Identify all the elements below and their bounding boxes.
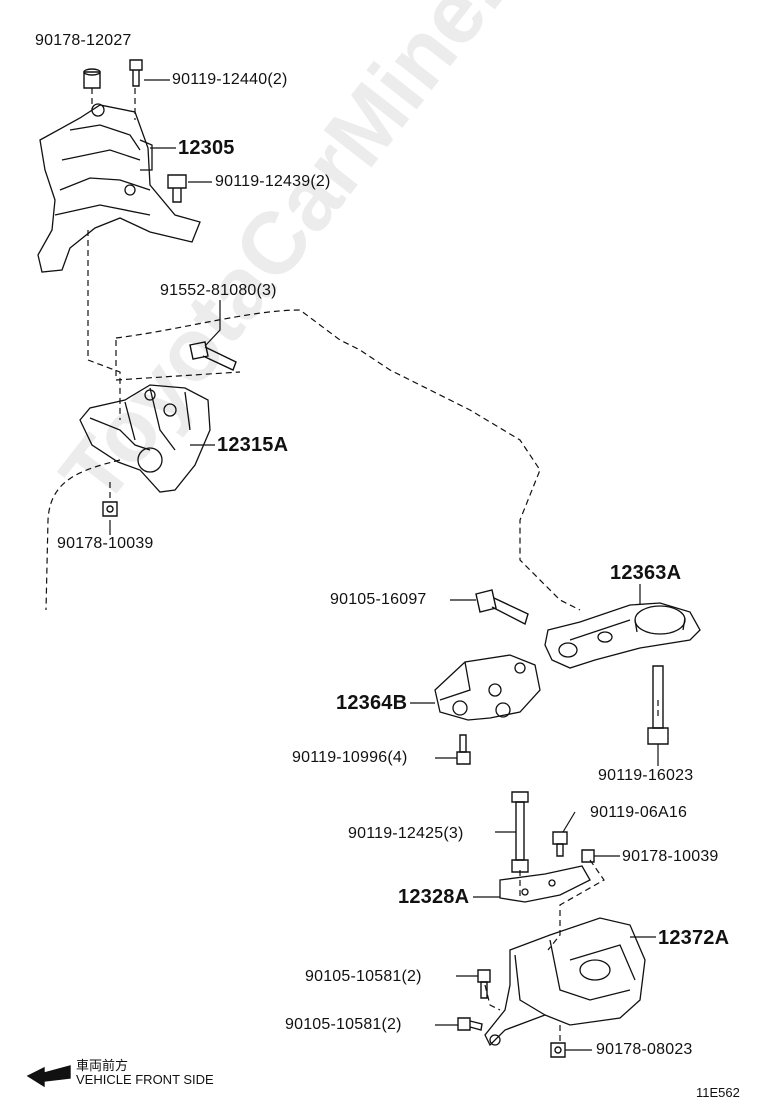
part-12328A-plate xyxy=(499,865,591,903)
label-12315A: 12315A xyxy=(217,434,289,456)
bolt-90105-16097 xyxy=(475,589,529,626)
bolt-91552-81080 xyxy=(189,341,237,371)
vehicle-front-arrow-icon xyxy=(26,1065,71,1088)
nut-90178-08023 xyxy=(550,1042,566,1058)
nut-90178-10039-left xyxy=(102,501,118,517)
bolt-90119-12440 xyxy=(129,59,143,87)
label-12305: 12305 xyxy=(178,137,235,159)
bolt-90119-12425 xyxy=(511,791,529,873)
label-90105-16097: 90105-16097 xyxy=(330,591,427,608)
nut-90178-12027 xyxy=(83,68,101,89)
bolt-90119-10996 xyxy=(456,734,471,765)
label-90119-10996: 90119-10996(4) xyxy=(292,749,408,766)
assembly-dashed-lines xyxy=(45,88,659,1045)
label-90119-06A16: 90119-06A16 xyxy=(590,804,688,821)
bolt-90119-06A16 xyxy=(552,831,568,857)
label-90178-10039-right: 90178-10039 xyxy=(622,848,719,865)
label-12328A: 12328A xyxy=(398,886,470,908)
leader-lines xyxy=(109,79,659,1051)
label-90119-16023: 90119-16023 xyxy=(598,767,694,784)
label-90119-12425: 90119-12425(3) xyxy=(348,825,464,842)
part-12372A-mount xyxy=(484,917,646,1047)
label-91552-81080: 91552-81080(3) xyxy=(160,282,277,299)
label-90178-12027: 90178-12027 xyxy=(35,32,132,49)
label-90105-10581-upper: 90105-10581(2) xyxy=(305,968,422,985)
label-12364B: 12364B xyxy=(336,692,408,714)
label-90119-12439: 90119-12439(2) xyxy=(215,173,331,190)
label-90119-12440: 90119-12440(2) xyxy=(172,71,288,88)
label-90105-10581-lower: 90105-10581(2) xyxy=(285,1016,402,1033)
legend-english: VEHICLE FRONT SIDE xyxy=(76,1072,214,1087)
bolt-90119-12439 xyxy=(167,174,187,203)
label-90178-08023: 90178-08023 xyxy=(596,1041,693,1058)
bolt-90105-10581-upper xyxy=(477,969,491,999)
part-12363A-torque-rod xyxy=(544,602,701,669)
figure-code: 11E562 xyxy=(696,1085,740,1100)
nut-90178-10039-right xyxy=(581,849,595,863)
bolt-90105-10581-lower xyxy=(457,1017,483,1031)
label-90178-10039-left: 90178-10039 xyxy=(57,535,154,552)
part-12305-bracket xyxy=(37,103,201,273)
part-12315A-bracket xyxy=(79,384,211,493)
label-12363A: 12363A xyxy=(610,562,682,584)
legend-japanese: 車両前方 xyxy=(76,1058,129,1073)
bolt-90119-16023 xyxy=(647,665,669,745)
label-12372A: 12372A xyxy=(658,927,730,949)
part-12364B-bracket xyxy=(434,654,541,721)
